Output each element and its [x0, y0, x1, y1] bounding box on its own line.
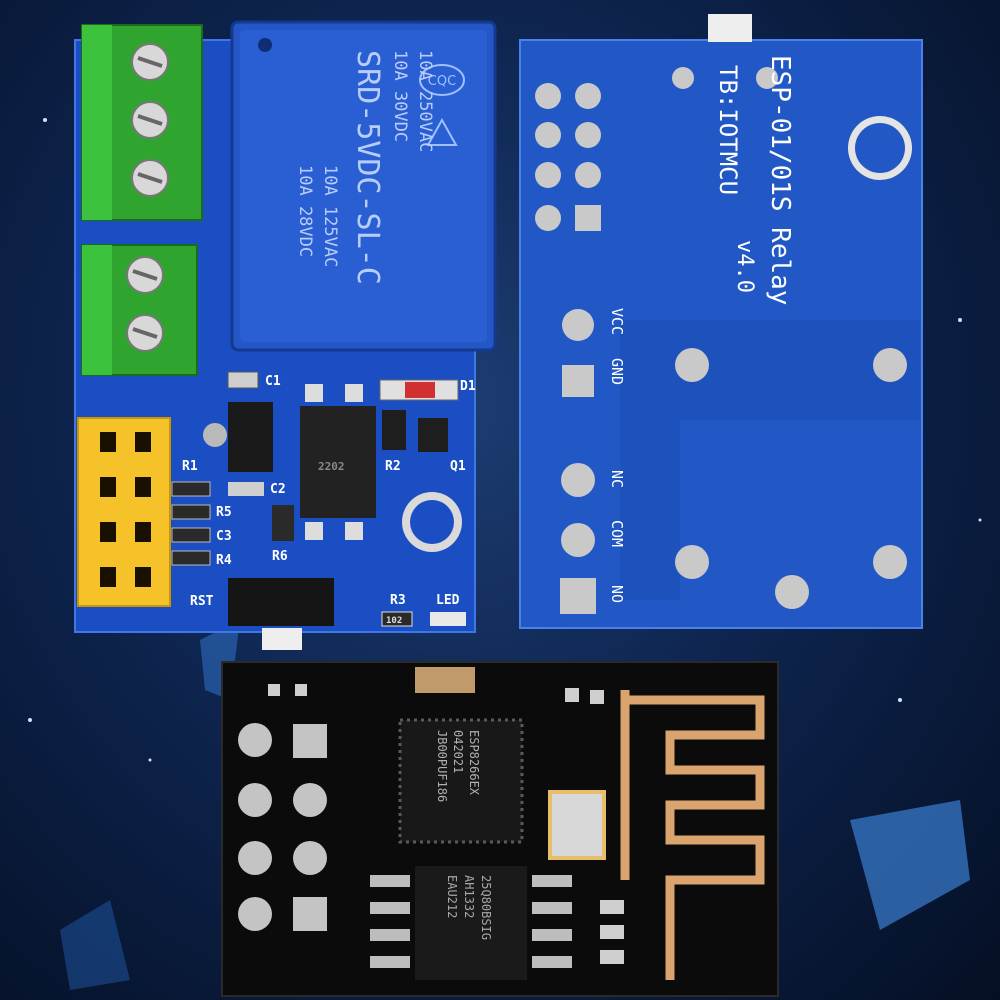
flash-marking-line3: EAU212 — [445, 875, 459, 918]
silk-led: LED — [436, 593, 460, 608]
silk-c2: C2 — [270, 482, 286, 497]
back-board-brand: TB:IOTMCU — [714, 65, 742, 195]
esp01-pins — [238, 723, 327, 931]
silk-q1: Q1 — [450, 459, 466, 474]
esp01-module: ESP8266EX 042021 JB00PUF186 25Q80BSIG AH… — [221, 661, 779, 997]
relay-rating-line4: 10A 125VAC — [320, 165, 340, 267]
relay-cert-mark: CQC — [428, 74, 456, 89]
back-board-version: v4.0 — [732, 240, 757, 293]
back-pin-labels: VCC GND NC COM NO — [608, 308, 626, 603]
flash-marking-line2: AH1332 — [462, 875, 476, 918]
front-silkscreen: C1 D1 R1 R2 Q1 C2 R5 C3 R4 R6 RST R3 LED… — [182, 374, 476, 626]
smd-components — [171, 371, 466, 650]
relay-board-front: CQC 10A 250VAC 10A 30VDC SRD-5VDC-SL-C 1… — [74, 20, 497, 650]
silk-c3: C3 — [216, 529, 232, 544]
silk-r1: R1 — [182, 459, 198, 474]
relay-rating-line1: 10A 250VAC — [415, 50, 435, 152]
silk-no: NO — [608, 585, 626, 603]
esp01-socket-header — [77, 417, 171, 607]
silk-rst: RST — [190, 594, 214, 609]
pcb-antenna — [620, 690, 765, 980]
screw-terminal-3pin — [81, 24, 203, 221]
chip-marking-line2: 042021 — [451, 730, 465, 773]
chip-marking-line3: JB00PUF186 — [435, 730, 449, 802]
silk-c1: C1 — [265, 374, 281, 389]
silk-opto-code: 2202 — [318, 460, 345, 473]
silk-r4: R4 — [216, 553, 232, 568]
relay-rating-line2: 10A 30VDC — [390, 50, 410, 142]
relay-component: CQC 10A 250VAC 10A 30VDC SRD-5VDC-SL-C 1… — [230, 20, 497, 352]
relay-model: SRD-5VDC-SL-C — [350, 50, 385, 285]
silk-d1: D1 — [460, 379, 476, 394]
silk-r5: R5 — [216, 505, 232, 520]
silk-r3: R3 — [390, 593, 406, 608]
silk-vcc: VCC — [608, 308, 626, 335]
silk-com: COM — [608, 520, 626, 547]
back-board-title: ESP-01/01S Relay — [765, 55, 795, 305]
relay-board-back: ESP-01/01S Relay v4.0 TB:IOTMCU VCC GND … — [519, 14, 923, 629]
silk-r2: R2 — [385, 459, 401, 474]
silk-pwr: 102 — [386, 616, 402, 626]
silk-r6: R6 — [272, 549, 288, 564]
silk-gnd: GND — [608, 358, 626, 385]
flash-marking-line1: 25Q80BSIG — [479, 875, 493, 940]
background-decoration — [28, 118, 982, 990]
back-pads — [535, 67, 907, 614]
back-text-group: ESP-01/01S Relay v4.0 TB:IOTMCU — [714, 55, 795, 305]
silk-nc: NC — [608, 470, 626, 488]
screw-terminal-2pin — [81, 244, 198, 376]
relay-rating-line5: 10A 28VDC — [295, 165, 315, 257]
chip-marking-line1: ESP8266EX — [467, 730, 481, 796]
